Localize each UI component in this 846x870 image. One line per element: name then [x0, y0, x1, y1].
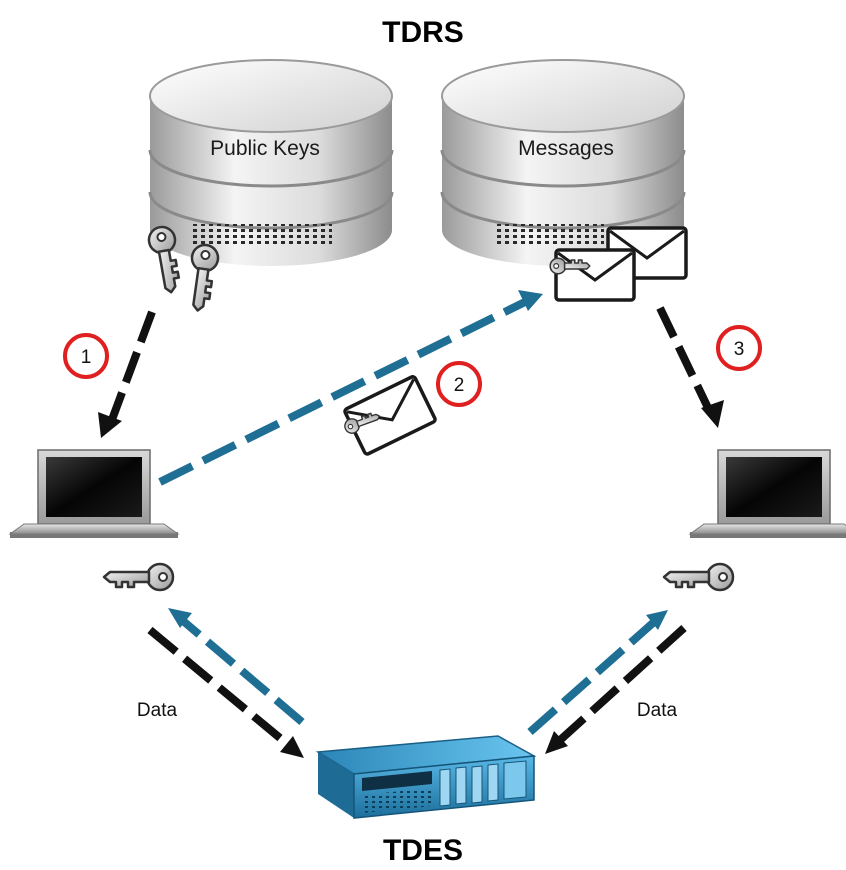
- arrow-tdes-to-left-laptop: [179, 616, 305, 726]
- arrowhead: [98, 412, 122, 438]
- key-icon: [662, 562, 735, 592]
- envelope-icon: [554, 248, 636, 302]
- step-2-badge: 2: [436, 361, 482, 407]
- messages-database-icon: [440, 59, 686, 266]
- arrowhead: [545, 731, 568, 754]
- tdes-server-icon: [315, 735, 537, 819]
- right-laptop-icon: [689, 449, 846, 539]
- tdes-title: TDES: [383, 834, 463, 867]
- data-label-left: Data: [137, 700, 178, 721]
- step-1-number: 1: [81, 347, 92, 368]
- data-label-right: Data: [637, 700, 678, 721]
- arrow-step-2: [158, 298, 527, 486]
- public-keys-label: Public Keys: [210, 137, 320, 160]
- step-2-number: 2: [454, 375, 465, 396]
- arrow-tdes-to-right-laptop: [527, 619, 657, 735]
- arrow-step-1: [106, 310, 156, 427]
- step-3-badge: 3: [716, 325, 762, 371]
- arrowhead: [280, 736, 304, 758]
- tdrs-title: TDRS: [382, 16, 464, 49]
- step-1-badge: 1: [63, 333, 109, 379]
- step-3-number: 3: [734, 339, 745, 360]
- messages-label: Messages: [518, 137, 614, 160]
- arrowhead: [168, 608, 192, 628]
- key-icon: [102, 562, 175, 592]
- left-laptop-icon: [9, 449, 179, 539]
- public-keys-database-icon: [148, 59, 394, 266]
- arrowhead: [701, 400, 724, 428]
- arrow-data-to-tdes-right: [555, 625, 687, 745]
- arrow-data-to-tdes-left: [147, 626, 295, 752]
- arrow-step-3: [656, 306, 714, 414]
- arrowhead: [646, 610, 668, 630]
- arrowhead: [518, 290, 543, 311]
